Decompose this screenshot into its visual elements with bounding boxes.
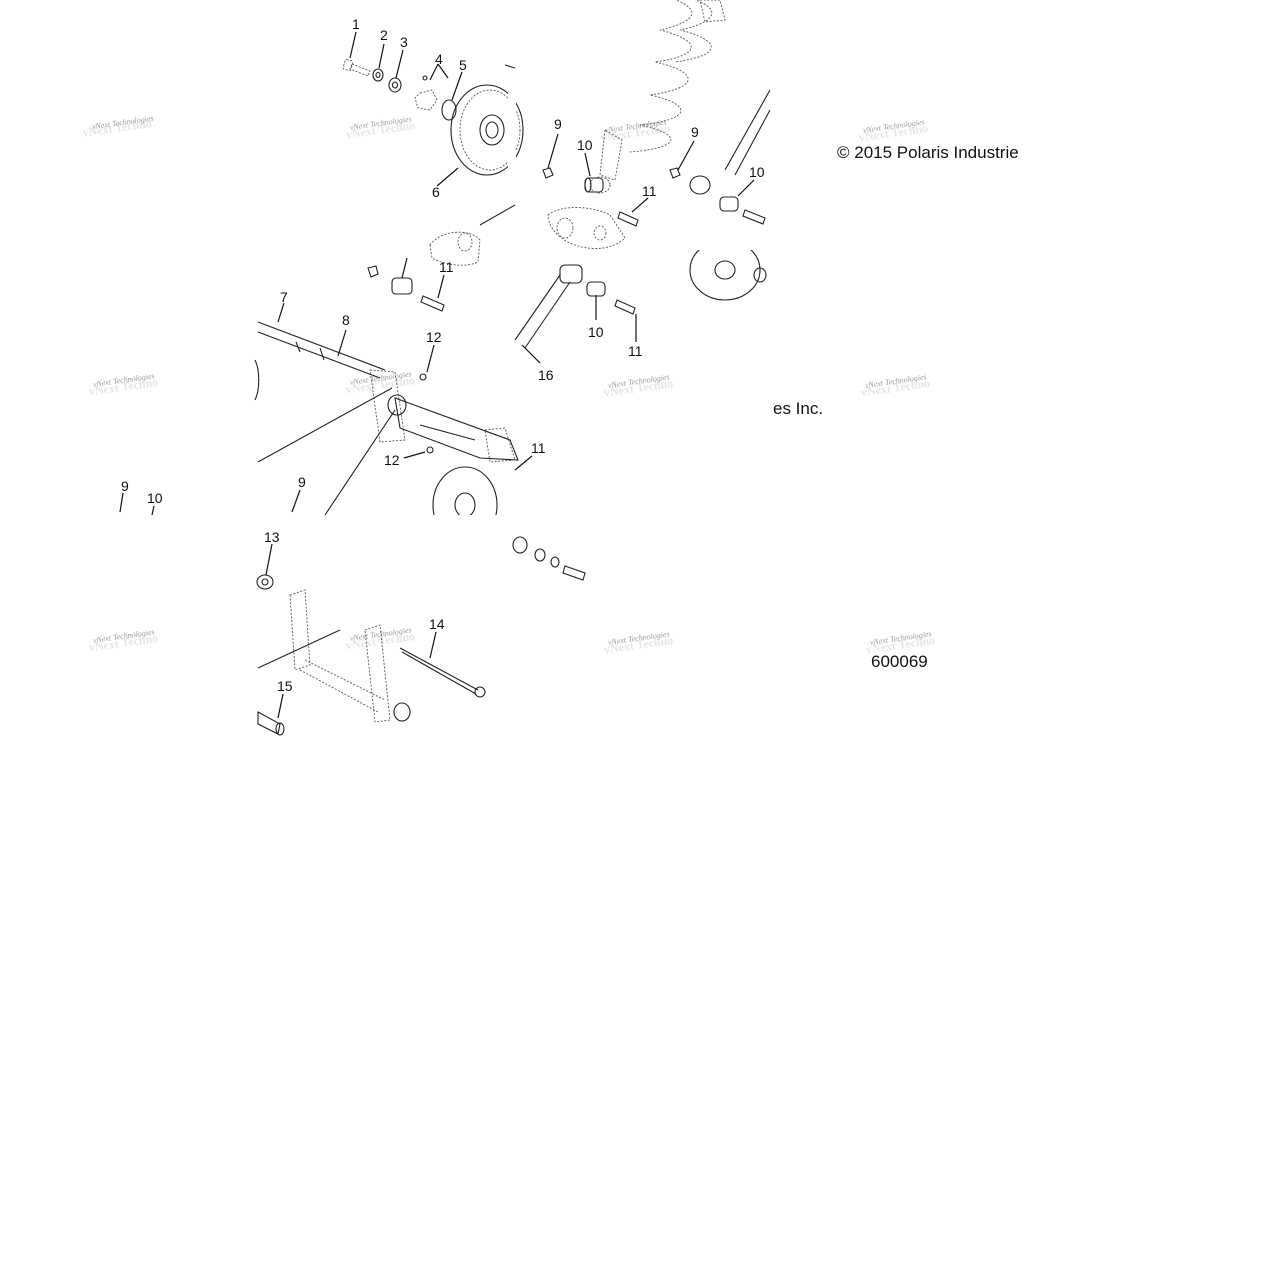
bushing-lower-10: [586, 281, 606, 297]
callout-1: 1: [352, 16, 360, 32]
watermark-11: vNext Techno vNext Technologies: [603, 629, 674, 656]
nut-upper-left-9: [542, 167, 554, 179]
nut-part-4: [414, 75, 438, 111]
watermark-7: vNext Techno vNext Technologies: [603, 372, 674, 399]
watermark-2: vNext Techno vNext Technologies: [345, 114, 416, 141]
callout-16: 16: [538, 367, 554, 383]
nut-part-13: [256, 574, 274, 590]
link-arm-upper: [689, 89, 771, 195]
callout-labels: 1 2 3 4 5 6 9 10 11 9 10 11 7 8 12 10 11…: [121, 16, 765, 694]
callout-11-mid: 11: [439, 259, 454, 275]
watermark-5: vNext Techno vNext Technologies: [88, 371, 159, 398]
bolt-lower-11: [614, 299, 636, 315]
callout-15: 15: [277, 678, 293, 694]
diagram-number: 600069: [871, 652, 928, 671]
bolt-mid-11: [420, 295, 445, 312]
callout-7: 7: [280, 289, 288, 305]
grease-fitting-12a: [419, 373, 427, 381]
wheel-lower: [430, 466, 500, 555]
watermark-6: vNext Techno vNext Technologies: [345, 369, 416, 396]
callout-9-far-left: 9: [121, 478, 129, 494]
callout-13: 13: [264, 529, 280, 545]
pivot-bracket: [429, 204, 516, 266]
callout-10-upper: 10: [577, 137, 593, 153]
bolt-upper-11: [617, 211, 639, 227]
shaft-part-7-8: [254, 321, 386, 401]
callout-9-upper-right: 9: [691, 124, 699, 140]
bushing-right-10: [719, 196, 739, 212]
link-arm-lower-16: [514, 264, 583, 349]
wheel-right: [680, 238, 770, 301]
grease-fitting-12b: [426, 446, 434, 454]
callout-14: 14: [429, 616, 445, 632]
cradle-bracket: [257, 589, 411, 723]
nut-upper-right-9: [669, 167, 681, 179]
wheel-part-6: [450, 60, 524, 200]
rocker-arm: [547, 207, 626, 249]
copyright-text: © 2015 Polaris Industrie: [837, 143, 1019, 162]
shock-absorber: [589, 0, 726, 194]
callout-6: 6: [432, 184, 440, 200]
callout-12-upper: 12: [426, 329, 442, 345]
bolt-part-1: [342, 59, 371, 77]
swing-arm: [369, 369, 519, 463]
copyright-fragment: es Inc.: [773, 399, 823, 418]
callout-9-upper-left: 9: [554, 116, 562, 132]
leader-lines: [119, 31, 755, 719]
callout-10-far-left: 10: [147, 490, 163, 506]
callout-11-lower: 11: [628, 343, 643, 359]
bolt-right-11: [742, 209, 766, 225]
nut-mid-9: [367, 265, 379, 278]
callout-12-lower: 12: [384, 452, 400, 468]
tube-part-15: [257, 711, 285, 736]
bushing-upper-10: [584, 177, 604, 193]
watermark-9: vNext Techno vNext Technologies: [88, 627, 159, 654]
callout-2: 2: [380, 27, 388, 43]
washer-part-3: [388, 77, 402, 93]
rod-part-14: [399, 647, 486, 698]
watermark-4: vNext Techno vNext Technologies: [858, 117, 929, 144]
callout-9-lower: 9: [298, 474, 306, 490]
lower-hardware-stack: [512, 536, 586, 581]
callout-11-upper: 11: [642, 183, 657, 199]
washer-part-2: [372, 68, 384, 82]
callout-10-right: 10: [749, 164, 765, 180]
callout-8: 8: [342, 312, 350, 328]
ring-part-5: [441, 99, 457, 121]
callout-11-right-lower: 11: [531, 440, 546, 456]
callout-4: 4: [435, 51, 443, 67]
long-lines-left: [257, 387, 396, 516]
bushing-mid-10: [391, 277, 413, 295]
callout-10-lower: 10: [588, 324, 604, 340]
callout-3: 3: [400, 34, 408, 50]
callout-5: 5: [459, 57, 467, 73]
watermark-1: vNext Techno vNext Technologies: [82, 114, 154, 140]
watermark-8: vNext Techno vNext Technologies: [860, 372, 931, 399]
